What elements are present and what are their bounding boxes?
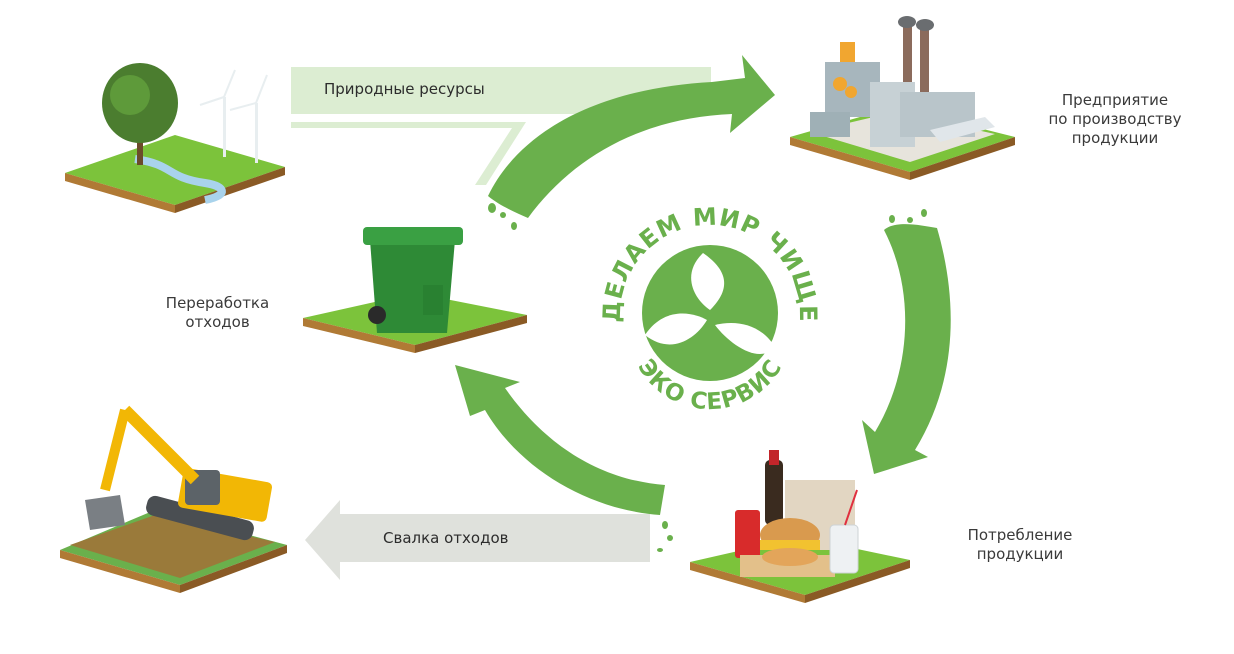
stage-label-production: Предприятие по производству продукции bbox=[1048, 91, 1182, 147]
stage-label-consumption: Потребление продукции bbox=[967, 526, 1073, 563]
trash-bin-tile-icon bbox=[303, 227, 527, 353]
arrow-to-production bbox=[488, 55, 775, 218]
landfill-label: Свалка отходов bbox=[383, 529, 509, 547]
three-leaves-recycle-icon bbox=[642, 245, 778, 381]
excavator-tile-icon bbox=[60, 405, 287, 593]
arrow-splash bbox=[657, 521, 673, 552]
landfill-band-arrow bbox=[305, 500, 650, 580]
stage-label-recycling: Переработка отходов bbox=[165, 294, 270, 331]
arrow-splash bbox=[488, 203, 517, 230]
natural-resources-label: Природные ресурсы bbox=[324, 80, 485, 98]
food-tile-icon bbox=[690, 450, 910, 603]
arrow-splash bbox=[889, 209, 927, 223]
arrow-to-consumption bbox=[862, 224, 951, 474]
arrow-to-recycling bbox=[455, 365, 665, 515]
factory-tile-icon bbox=[790, 16, 1015, 180]
eco-service-logo: ДЕЛАЕМ МИР ЧИЩЕ ЭКО СЕРВИС bbox=[598, 203, 821, 416]
nature-tile-icon bbox=[65, 63, 285, 213]
